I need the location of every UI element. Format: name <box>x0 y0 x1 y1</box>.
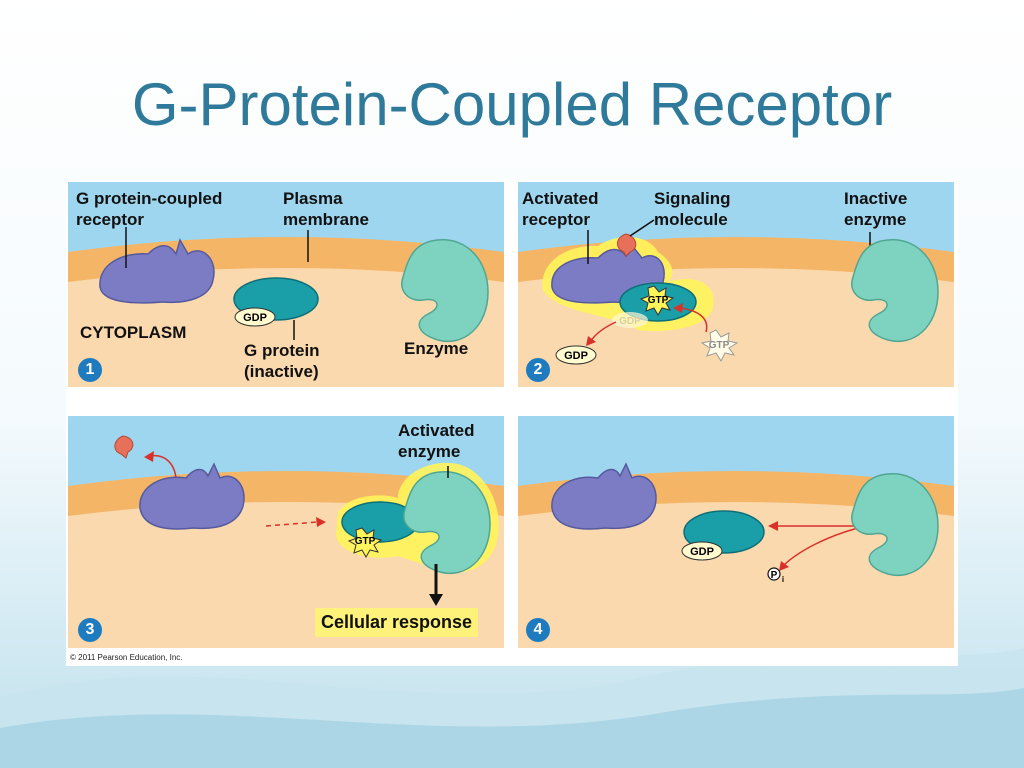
receptor-shape <box>139 462 245 530</box>
panel-step-3: GTP Activated enzyme Cellular response 3 <box>68 416 504 648</box>
step-number-badge: 3 <box>78 618 102 642</box>
gpcr-figure: GDP G protein-coupled receptor Plasma me… <box>66 180 958 666</box>
activated-enzyme-shape <box>403 471 491 575</box>
activated-receptor-label: Activated receptor <box>522 189 599 229</box>
signaling-molecule <box>114 435 134 459</box>
inactive-enzyme-label: Inactive enzyme <box>844 189 908 229</box>
enzyme-label: Enzyme <box>404 339 469 358</box>
gdp-leaving-oval <box>555 345 597 365</box>
g-protein-label: G protein (inactive) <box>244 341 320 381</box>
enzyme-shape <box>851 239 939 343</box>
enzyme-shape <box>401 239 489 343</box>
signaling-molecule <box>617 233 637 257</box>
cellular-response-label: Cellular response <box>315 608 479 637</box>
panel-step-2: GTP GDP GDP GTP Activated receptor Signa… <box>518 182 954 387</box>
activated-enzyme-label: Activated enzyme <box>398 421 475 461</box>
gdp-leaving-text: GDP <box>564 350 588 362</box>
slide-title: G-Protein-Coupled Receptor <box>131 71 893 138</box>
gdp-faded-oval <box>612 312 648 328</box>
phosphate-circle <box>767 567 781 581</box>
gdp-text: GDP <box>690 546 714 558</box>
gdp-text: GDP <box>243 312 267 324</box>
background-wave <box>0 648 1024 768</box>
receptor-shape <box>99 238 215 304</box>
gtp-star-bound <box>639 285 675 317</box>
receptor-label: G protein-coupled receptor <box>76 189 223 229</box>
gtp-text: GTP <box>355 536 376 547</box>
signaling-molecule-label: Signaling molecule <box>654 189 731 229</box>
panel-step-1: GDP G protein-coupled receptor Plasma me… <box>68 182 504 387</box>
enzyme-shape <box>851 473 939 577</box>
gdp-oval <box>234 307 276 327</box>
gdp-faded-text: GDP <box>619 316 641 327</box>
gtp-star-incoming <box>700 329 739 363</box>
gtp-incoming-text: GTP <box>709 340 730 351</box>
gtp-star <box>347 527 383 559</box>
step-number-badge: 2 <box>526 358 550 382</box>
membrane-label: Plasma membrane <box>283 189 369 229</box>
gdp-oval <box>681 541 723 561</box>
phosphate-subscript: i <box>782 575 784 584</box>
phosphate-text: P <box>771 570 778 581</box>
panel-step-4: GDP P i 4 <box>518 416 954 648</box>
receptor-shape <box>551 462 657 530</box>
step-number-badge: 1 <box>78 358 102 382</box>
copyright-notice: © 2011 Pearson Education, Inc. <box>70 653 183 662</box>
step-number-badge: 4 <box>526 618 550 642</box>
cytoplasm-label: CYTOPLASM <box>80 323 187 342</box>
gtp-bound-text: GTP <box>648 295 669 306</box>
